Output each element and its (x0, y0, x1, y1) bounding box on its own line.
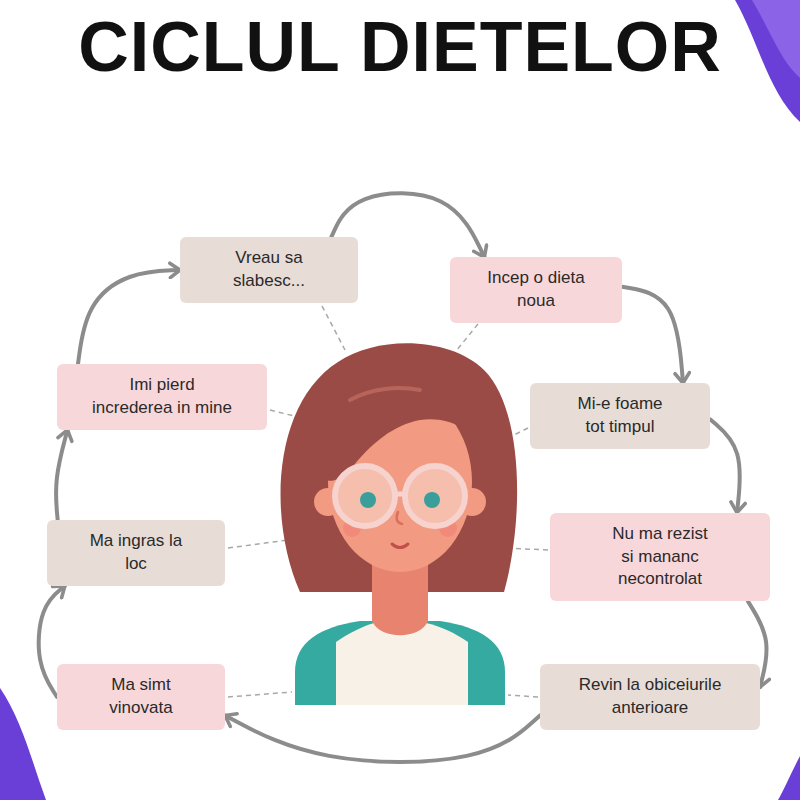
hair-back (281, 343, 518, 592)
nose (397, 512, 402, 524)
leader-line (322, 306, 345, 350)
process-box: Ma simt vinovata (57, 664, 225, 730)
leader-line (228, 692, 292, 697)
cycle-arrow (225, 715, 540, 762)
cycle-arrow (710, 419, 740, 512)
process-box: Vreau sa slabesc... (180, 237, 358, 303)
eye (424, 492, 440, 508)
glasses-lens (335, 466, 395, 526)
mouth (392, 544, 408, 548)
leader-line (508, 695, 538, 697)
box-label: Revin la obiceiurile anterioare (564, 674, 736, 720)
process-box: Nu ma rezist si mananc necontrolat (550, 513, 770, 602)
cycle-arrow (56, 430, 67, 520)
process-box: Mi-e foame tot timpul (530, 383, 710, 449)
corner-swoosh (735, 0, 800, 122)
corner-swoosh (752, 0, 800, 78)
shirt (295, 621, 505, 705)
glasses-bridge (395, 492, 405, 497)
hair-bangs (317, 377, 480, 481)
box-label: Imi pierd increderea in mine (91, 374, 233, 420)
box-label: Ma ingras la loc (85, 530, 187, 576)
box-label: Mi-e foame tot timpul (570, 393, 670, 439)
cycle-arrow (78, 270, 180, 364)
diagram-title: CICLUL DIETELOR (0, 12, 800, 82)
process-box: Imi pierd increderea in mine (57, 364, 267, 430)
leader-line (228, 540, 288, 548)
hair-highlight (350, 388, 420, 400)
box-label: Vreau sa slabesc... (214, 247, 324, 293)
process-box: Ma ingras la loc (47, 520, 225, 586)
woman-figure (281, 343, 518, 705)
glasses-lens (405, 466, 465, 526)
box-label: Ma simt vinovata (95, 674, 187, 720)
collar (372, 621, 428, 635)
box-label: Incep o dieta noua (481, 267, 591, 313)
process-box: Revin la obiceiurile anterioare (540, 664, 760, 730)
corner-swoosh (778, 756, 800, 800)
cycle-arrow (622, 287, 683, 383)
leader-line (452, 324, 478, 356)
eye (360, 492, 376, 508)
process-box: Incep o dieta noua (450, 257, 622, 323)
box-label: Nu ma rezist si mananc necontrolat (608, 523, 712, 592)
corner-swoosh (0, 688, 46, 800)
apron (336, 623, 468, 705)
